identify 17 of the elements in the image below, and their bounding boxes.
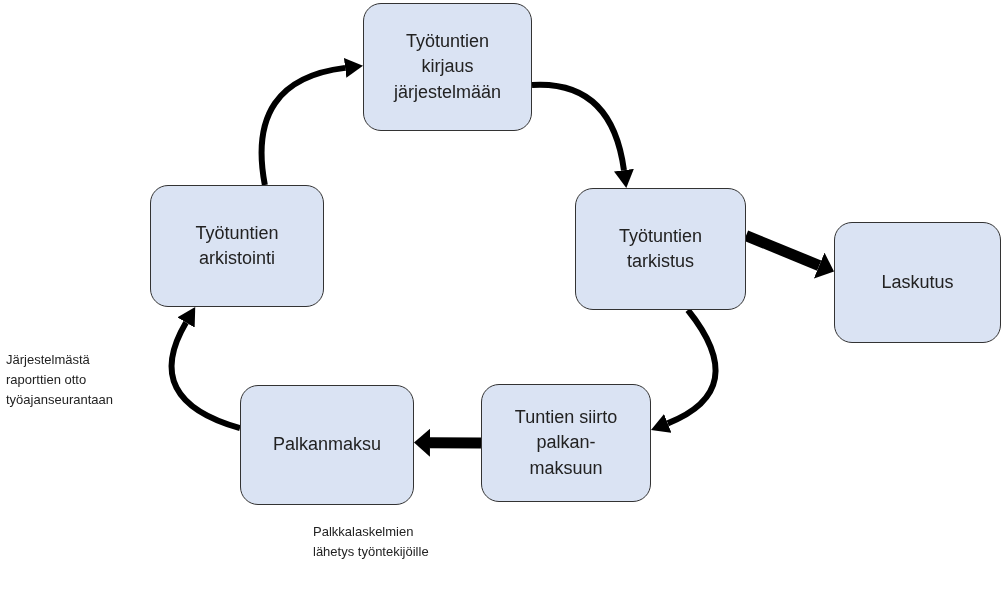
arrow [258, 58, 363, 186]
box-label: Tuntien siirto palkan- maksuun [513, 406, 619, 480]
process-box [240, 385, 414, 505]
box-label: Työtuntien kirjaus järjestelmään [392, 30, 503, 104]
box-label: Työtuntien arkistointi [194, 221, 280, 270]
box-label: Palkanmaksu [272, 433, 382, 457]
box-label: Työtuntien tarkistus [617, 224, 704, 273]
arrow [531, 81, 634, 188]
process-box [363, 3, 532, 131]
arrow [168, 306, 241, 432]
process-box [150, 185, 324, 307]
arrow [651, 308, 719, 433]
process-box [575, 188, 746, 310]
process-box [834, 222, 1001, 343]
arrow [414, 428, 482, 457]
box-label: Laskutus [881, 270, 954, 294]
process-box [481, 384, 651, 502]
